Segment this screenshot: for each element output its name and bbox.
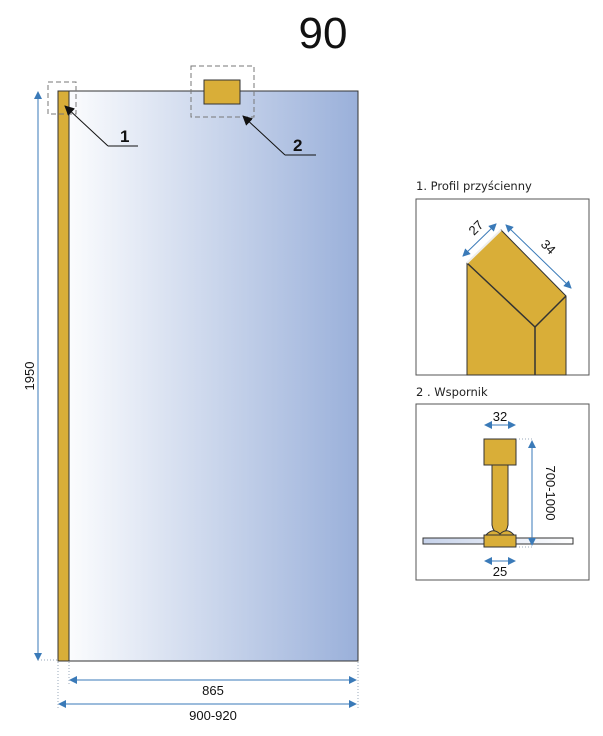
callout-box-1: [47, 81, 77, 115]
callout-label-2: 2: [293, 136, 302, 155]
detail-1-title: 1. Profil przyścienny: [416, 179, 532, 193]
bracket-top-label: 32: [493, 409, 507, 424]
total-width-label: 900-920: [189, 708, 237, 723]
callout-box-2: [190, 65, 255, 118]
bracket-bottom-label: 25: [493, 564, 507, 579]
callout-arrow-2: [242, 115, 286, 156]
callout-arrow-1: [64, 105, 109, 147]
bracket-mount: [203, 79, 241, 105]
wall-profile: [57, 90, 70, 662]
glass-panel: [57, 90, 359, 662]
profile-dim-a: [462, 223, 497, 257]
glass-width-label: 865: [202, 683, 224, 698]
support-bracket: [483, 438, 517, 548]
detail-2-frame: [415, 403, 590, 581]
height-label: 1950: [22, 362, 37, 391]
bracket-length-label: 700-1000: [543, 466, 558, 521]
size-title: 90: [299, 9, 348, 58]
callout-label-1: 1: [120, 127, 129, 146]
detail-2-title: 2 . Wspornik: [416, 385, 488, 399]
profile-dim-b: [505, 224, 572, 289]
